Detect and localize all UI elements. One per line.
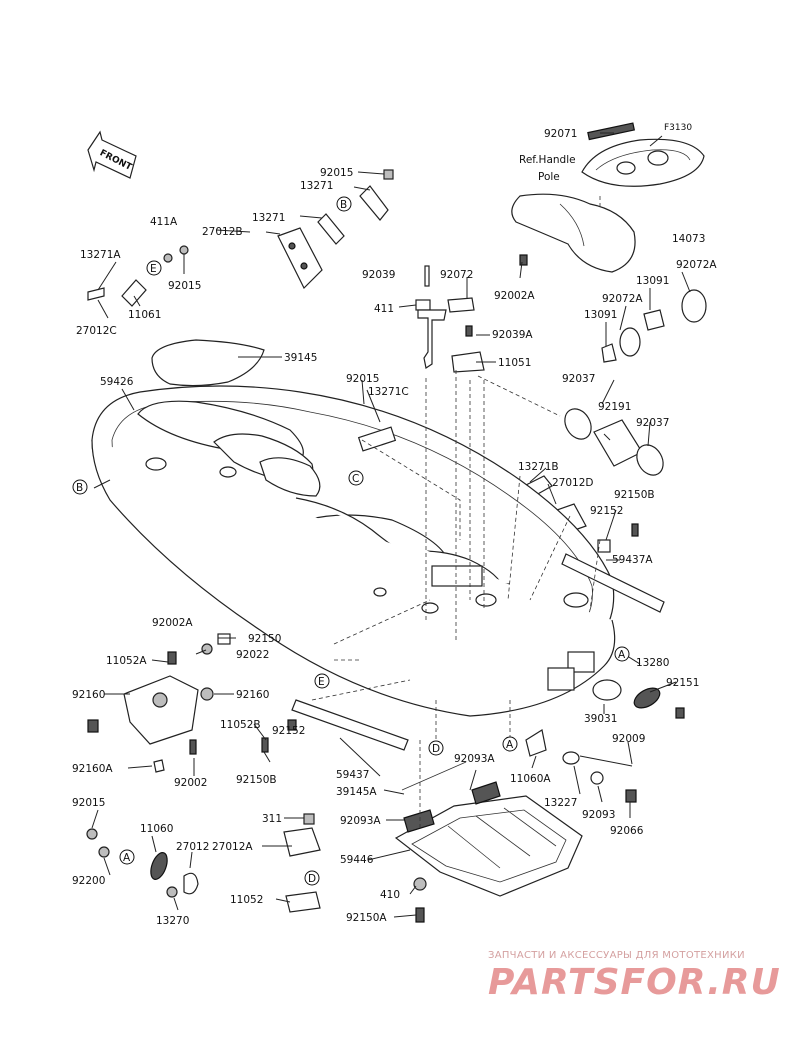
part-label: 13270 bbox=[156, 915, 189, 927]
front-arrow-icon: FRONT bbox=[87, 130, 137, 179]
part-label: 13271 bbox=[300, 180, 333, 192]
reference-lines bbox=[311, 370, 601, 830]
part-label: 27012A bbox=[212, 841, 253, 853]
part-label: 92152 bbox=[590, 505, 623, 517]
part-label: 92015 bbox=[168, 280, 201, 292]
part-label: 92071 bbox=[544, 128, 577, 140]
part-label: 13091 bbox=[584, 309, 617, 321]
part-label: 13271 bbox=[252, 212, 285, 224]
part-label: 92037 bbox=[636, 417, 669, 429]
part-label: 92015 bbox=[346, 373, 379, 385]
part-label: 410 bbox=[380, 889, 400, 901]
part-label: 11052A bbox=[106, 655, 147, 667]
part-label: 92072A bbox=[676, 259, 717, 271]
part-label: 92160A bbox=[72, 763, 113, 775]
part-label: 13227 bbox=[544, 797, 577, 809]
part-label: 92150 bbox=[248, 633, 281, 645]
part-label: 11052 bbox=[230, 894, 263, 906]
part-label: 92150B bbox=[614, 489, 655, 501]
callout-a2: A bbox=[506, 739, 514, 751]
part-label: 92150A bbox=[346, 912, 387, 924]
right-lower-parts bbox=[525, 679, 685, 803]
strip-59437A bbox=[561, 553, 665, 613]
part-label: 92150B bbox=[236, 774, 277, 786]
callout-a3: A bbox=[123, 852, 131, 864]
bracket-11052A bbox=[87, 633, 297, 773]
part-label: 92039A bbox=[492, 329, 533, 341]
callout-e2: E bbox=[318, 676, 325, 688]
part-label: 92072 bbox=[440, 269, 473, 281]
part-label: 92072A bbox=[602, 293, 643, 305]
callout-b: B bbox=[340, 199, 347, 211]
part-label: 92015 bbox=[320, 167, 353, 179]
part-label: 92037 bbox=[562, 373, 595, 385]
part-label: 92093 bbox=[582, 809, 615, 821]
part-label: 92152 bbox=[272, 725, 305, 737]
handle-pole-ref bbox=[511, 122, 705, 273]
part-label: 27012 bbox=[176, 841, 209, 853]
part-label: 11060A bbox=[510, 773, 551, 785]
part-label: 13091 bbox=[636, 275, 669, 287]
part-label: 311 bbox=[262, 813, 282, 825]
callout-a: A bbox=[618, 649, 626, 661]
part-label: 13271B bbox=[518, 461, 559, 473]
part-label: 27012B bbox=[202, 226, 243, 238]
leader-lines bbox=[91, 132, 691, 918]
part-label: 92002A bbox=[494, 290, 535, 302]
part-label: 92022 bbox=[236, 649, 269, 661]
figure-code: F3130 bbox=[664, 123, 692, 133]
bottom-left-parts bbox=[86, 813, 321, 913]
callout-e: E bbox=[150, 263, 157, 275]
callout-markers: B E C B A E D A A D bbox=[72, 196, 630, 886]
strip-59437 bbox=[291, 699, 409, 751]
part-label: 11051 bbox=[498, 357, 531, 369]
part-label: 13280 bbox=[636, 657, 669, 669]
part-label: 92015 bbox=[72, 797, 105, 809]
callout-d: D bbox=[432, 743, 440, 755]
part-label: 92191 bbox=[598, 401, 631, 413]
part-labels: 92071 92015 13271 13271 27012B 411A 1327… bbox=[72, 128, 717, 927]
part-label: 92093A bbox=[340, 815, 381, 827]
part-label: 11060 bbox=[140, 823, 173, 835]
part-label: 92200 bbox=[72, 875, 105, 887]
callout-d2: D bbox=[308, 873, 316, 885]
part-label: 411A bbox=[150, 216, 178, 228]
part-label: 27012C bbox=[76, 325, 117, 337]
part-label: 411 bbox=[374, 303, 394, 315]
part-label: 92151 bbox=[666, 677, 699, 689]
part-label: 59437 bbox=[336, 769, 369, 781]
part-label: 92160 bbox=[236, 689, 269, 701]
part-label: 59446 bbox=[340, 854, 374, 866]
part-label: 92093A bbox=[454, 753, 495, 765]
hull-deck bbox=[91, 385, 616, 717]
part-label: 13271C bbox=[368, 386, 409, 398]
part-label: 39031 bbox=[584, 713, 617, 725]
watermark-logo: PARTSFOR.RU bbox=[488, 962, 781, 1003]
part-label: 11052B bbox=[220, 719, 261, 731]
part-label: 11061 bbox=[128, 309, 161, 321]
part-label: 92160 bbox=[72, 689, 105, 701]
ref-note-line2: Pole bbox=[538, 171, 560, 183]
part-label: 59426 bbox=[100, 376, 134, 388]
hull-plate-59446 bbox=[394, 761, 583, 923]
part-label: 39145A bbox=[336, 786, 377, 798]
callout-b2: B bbox=[76, 482, 83, 494]
part-label: 59437A bbox=[612, 554, 653, 566]
center-brackets bbox=[415, 265, 485, 373]
ref-note-line1: Ref.Handle bbox=[519, 154, 576, 166]
part-label: 13271A bbox=[80, 249, 121, 261]
watermark-tagline: ЗАПЧАСТИ И АКСЕССУАРЫ ДЛЯ МОТОТЕХНИКИ bbox=[488, 950, 745, 961]
part-label: 92002A bbox=[152, 617, 193, 629]
upper-bracket-group bbox=[87, 169, 394, 307]
part-label: 92009 bbox=[612, 733, 645, 745]
part-label: 14073 bbox=[672, 233, 705, 245]
part-label: 92002 bbox=[174, 777, 207, 789]
part-label: 92039 bbox=[362, 269, 395, 281]
callout-c: C bbox=[352, 473, 359, 485]
part-label: 27012D bbox=[552, 477, 594, 489]
part-label: 92066 bbox=[610, 825, 644, 837]
seal-39145 bbox=[151, 339, 265, 387]
part-label: 39145 bbox=[284, 352, 317, 364]
